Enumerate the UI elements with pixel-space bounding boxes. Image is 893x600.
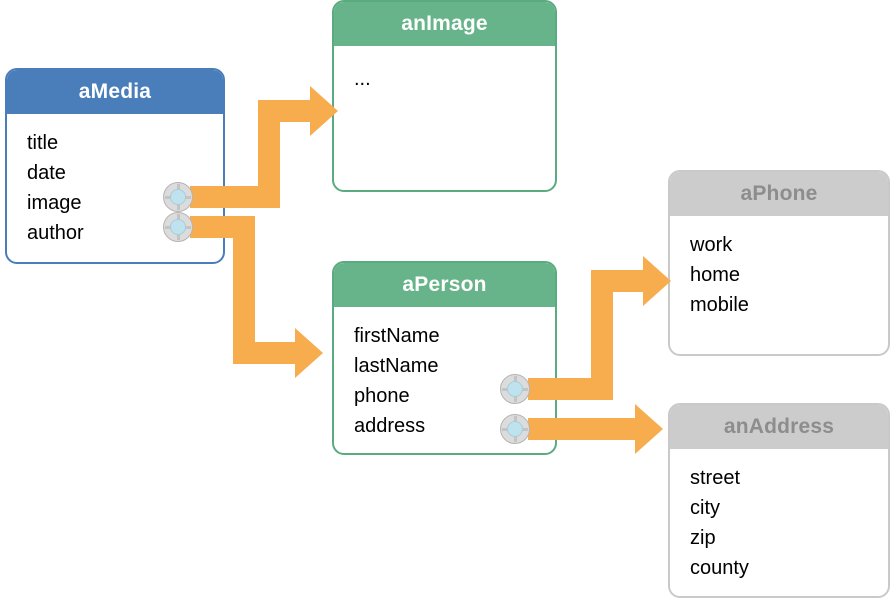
object-field-list-animage: ... bbox=[334, 46, 555, 104]
arrowhead-icon-image-to-animage bbox=[310, 86, 338, 136]
field-date: date bbox=[27, 162, 66, 184]
field-ellipsis: ... bbox=[354, 68, 371, 90]
field-phone: phone bbox=[354, 385, 410, 407]
field-title: title bbox=[27, 132, 59, 154]
connector-address-to-anaddress-segment-horizontal bbox=[528, 418, 643, 440]
socket-core bbox=[170, 189, 186, 205]
connector-image-to-animage-segment-horizontal-2 bbox=[258, 100, 318, 122]
field-work: work bbox=[690, 234, 733, 256]
arrowhead-icon-address-to-anaddress bbox=[635, 404, 663, 454]
socket-icon-address[interactable] bbox=[500, 414, 530, 444]
arrowhead-icon-phone-to-aphone bbox=[643, 256, 671, 306]
field-mobile: mobile bbox=[690, 294, 749, 316]
field-image: image bbox=[27, 192, 82, 214]
socket-core bbox=[170, 219, 186, 235]
socket-icon-phone[interactable] bbox=[500, 374, 530, 404]
connector-author-to-aperson-segment-vertical bbox=[233, 216, 255, 353]
arrowhead-icon-author-to-aperson bbox=[295, 328, 323, 378]
object-box-anaddress[interactable]: anAddress street city zip county bbox=[668, 403, 890, 598]
socket-core bbox=[507, 381, 523, 397]
object-box-amedia[interactable]: aMedia title date image author bbox=[5, 68, 225, 264]
socket-core bbox=[507, 421, 523, 437]
object-box-title-animage: anImage bbox=[334, 2, 555, 46]
field-firstname: firstName bbox=[354, 325, 440, 347]
field-zip: zip bbox=[690, 527, 716, 549]
connector-phone-to-aphone-segment-vertical bbox=[591, 270, 613, 400]
object-box-animage[interactable]: anImage ... bbox=[332, 0, 557, 192]
object-box-aperson[interactable]: aPerson firstName lastName phone address bbox=[332, 261, 557, 455]
connector-author-to-aperson-segment-horizontal-2 bbox=[233, 342, 303, 364]
object-field-list-aperson: firstName lastName phone address bbox=[334, 307, 555, 451]
socket-icon-author[interactable] bbox=[163, 212, 193, 242]
object-box-title-amedia: aMedia bbox=[7, 70, 223, 114]
object-box-title-aperson: aPerson bbox=[334, 263, 555, 307]
field-address: address bbox=[354, 415, 426, 437]
object-box-title-aphone: aPhone bbox=[670, 172, 888, 216]
object-box-aphone[interactable]: aPhone work home mobile bbox=[668, 170, 890, 356]
object-box-title-anaddress: anAddress bbox=[670, 405, 888, 449]
field-home: home bbox=[690, 264, 741, 286]
connector-image-to-animage-segment-horizontal-1 bbox=[190, 186, 280, 208]
object-field-list-amedia: title date image author bbox=[7, 114, 223, 258]
connector-image-to-animage-segment-vertical bbox=[258, 100, 280, 200]
object-field-list-anaddress: street city zip county bbox=[670, 449, 888, 593]
field-author: author bbox=[27, 222, 84, 244]
field-county: county bbox=[690, 557, 749, 579]
field-lastname: lastName bbox=[354, 355, 439, 377]
field-city: city bbox=[690, 497, 720, 519]
connector-phone-to-aphone-segment-horizontal-2 bbox=[591, 270, 651, 292]
socket-icon-image[interactable] bbox=[163, 182, 193, 212]
object-field-list-aphone: work home mobile bbox=[670, 216, 888, 330]
field-street: street bbox=[690, 467, 741, 489]
